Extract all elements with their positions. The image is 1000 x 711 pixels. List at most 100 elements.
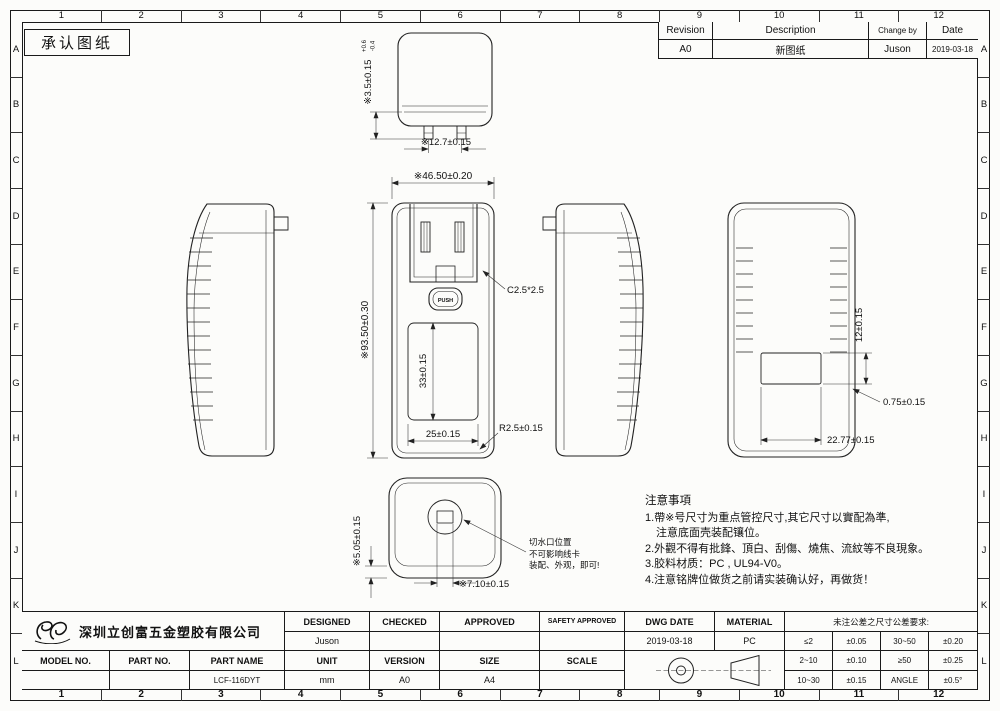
note-line: 2.外觀不得有批鋒、頂白、刮傷、燒焦、流紋等不良現象。	[645, 542, 930, 555]
view-top	[397, 32, 493, 140]
grid-row-label: J	[978, 522, 990, 578]
grid-row-label: G	[978, 355, 990, 411]
grid-col-label: 10	[738, 689, 819, 701]
grid-col-label: 1	[58, 689, 65, 700]
grid-col-label: 6	[419, 10, 500, 22]
tolerance-cell: ±0.05	[833, 632, 881, 651]
projection-angle-icon	[655, 654, 771, 686]
grid-col-label: 6	[419, 689, 500, 701]
note-line: 3.胶料材质：PC , UL94-V0。	[645, 558, 789, 570]
dim-label-height: 33±0.15	[418, 354, 429, 388]
grid-row-label: K	[978, 577, 990, 634]
label-area	[407, 322, 479, 421]
grid-col-label: 8	[579, 689, 659, 701]
grid-col-label: 11	[818, 689, 899, 701]
grid-row-label: I	[978, 466, 990, 522]
tolerance-cell: ±0.10	[833, 651, 881, 671]
note-line: 4.注意铭牌位做货之前请实装确认好，再做货！	[645, 573, 875, 586]
approved-value	[440, 632, 540, 651]
unit-header: UNIT	[285, 651, 370, 671]
grid-col-label: 5	[340, 10, 420, 22]
dimension-texts: ※3.5±0.15 +0.6 -0.4 ※12.7±0.15 ※46.50±0.…	[352, 39, 925, 590]
dim-top-height-plus: +0.6	[362, 39, 368, 52]
approval-stamp: 承认图纸	[24, 29, 130, 56]
water-cut-line: 切水口位置	[529, 537, 572, 547]
grid-col-label: 12	[898, 10, 978, 22]
grid-row-label: H	[978, 410, 990, 467]
dim-bottom-rib: ※5.05±0.15	[352, 516, 363, 566]
checked-value	[370, 632, 440, 651]
size-value: A4	[440, 671, 540, 690]
grid-row-label: E	[10, 243, 22, 300]
designed-value: Juson	[285, 632, 370, 651]
grid-col-label: 2	[100, 689, 181, 701]
dim-back-window-width: 22.77±0.15	[827, 435, 874, 446]
dim-prong-pitch: ※12.7±0.15	[421, 137, 471, 148]
grid-col-label: 9	[659, 10, 739, 22]
push-button-outline	[428, 287, 463, 311]
view-left-side	[186, 203, 289, 457]
tolerance-cell: ±0.25	[929, 651, 978, 671]
dim-top-height-minus: -0.4	[371, 40, 377, 51]
dim-chamfer: C2.5*2.5	[507, 285, 544, 296]
tolerance-cell: 30~50	[881, 632, 929, 651]
date-header: Date	[926, 22, 978, 40]
grid-row-label: A	[980, 43, 988, 55]
view-back	[727, 202, 856, 458]
projection-symbol-cell	[625, 651, 785, 690]
dim-front-height: ※93.50±0.30	[360, 300, 371, 359]
back-vents-left	[736, 247, 753, 353]
tolerance-cell: ±0.20	[929, 632, 978, 651]
grid-col-label: 3	[180, 689, 261, 701]
note-line: 1.帶※号尺寸为重点管控尺寸,其它尺寸以實配為準,	[645, 511, 890, 524]
grid-row-label: K	[10, 577, 22, 634]
company-logo	[34, 621, 71, 644]
grid-row-label: F	[10, 299, 22, 355]
grid-col-label: 4	[260, 10, 340, 22]
revision-table: Revision Description Change by Date A0 新…	[658, 22, 978, 59]
company-name: 深圳立创富五金塑胶有限公司	[79, 624, 262, 640]
grid-row-label: L	[10, 633, 22, 689]
tolerance-cell: 2~10	[785, 651, 833, 671]
push-button-label: PUSH	[438, 298, 453, 304]
model-no-value	[22, 671, 110, 690]
change-by-value: Juson	[868, 40, 926, 59]
dim-back-window-height: 12±0.15	[854, 308, 865, 342]
view-right-side	[542, 203, 644, 457]
water-cut-line: 装配、外观，即可!	[529, 560, 600, 570]
part-no-header: PART NO.	[110, 651, 190, 671]
view-bottom	[388, 477, 502, 579]
scale-header: SCALE	[540, 651, 625, 671]
change-by-header: Change by	[868, 22, 926, 40]
dwg-date-header: DWG DATE	[625, 612, 715, 632]
tolerance-cell: ≥50	[881, 651, 929, 671]
model-no-header: MODEL NO.	[22, 651, 110, 671]
right-vents	[617, 237, 643, 421]
description-value: 新图纸	[712, 40, 868, 59]
checked-header: CHECKED	[370, 612, 440, 632]
grid-col-label: 5	[340, 689, 420, 701]
grid-row-label: H	[10, 410, 22, 467]
description-header: Description	[712, 22, 868, 40]
grid-col-label: 3	[180, 10, 261, 22]
safety-approved-value	[540, 632, 625, 651]
back-vents-right	[830, 247, 847, 353]
grid-row-label: B	[10, 76, 22, 133]
grid-row-label: L	[978, 633, 990, 689]
note-line: 注意底面壳装配镶位。	[645, 527, 766, 539]
scale-value	[540, 671, 625, 690]
grid-col-label: 4	[260, 689, 340, 701]
grid-col-label: 2	[100, 10, 181, 22]
version-header: VERSION	[370, 651, 440, 671]
grid-row-label: C	[10, 132, 22, 188]
grid-row-label: F	[978, 299, 990, 355]
water-cut-note: 切水口位置 不可影响线卡 装配、外观，即可!	[529, 537, 599, 572]
grid-col-label: 9	[659, 689, 739, 701]
grid-row-label: A	[12, 43, 20, 55]
tolerance-table: ≤2 ±0.05 30~50 ±0.20 2~10 ±0.10 ≥50 ±0.2…	[785, 632, 978, 690]
